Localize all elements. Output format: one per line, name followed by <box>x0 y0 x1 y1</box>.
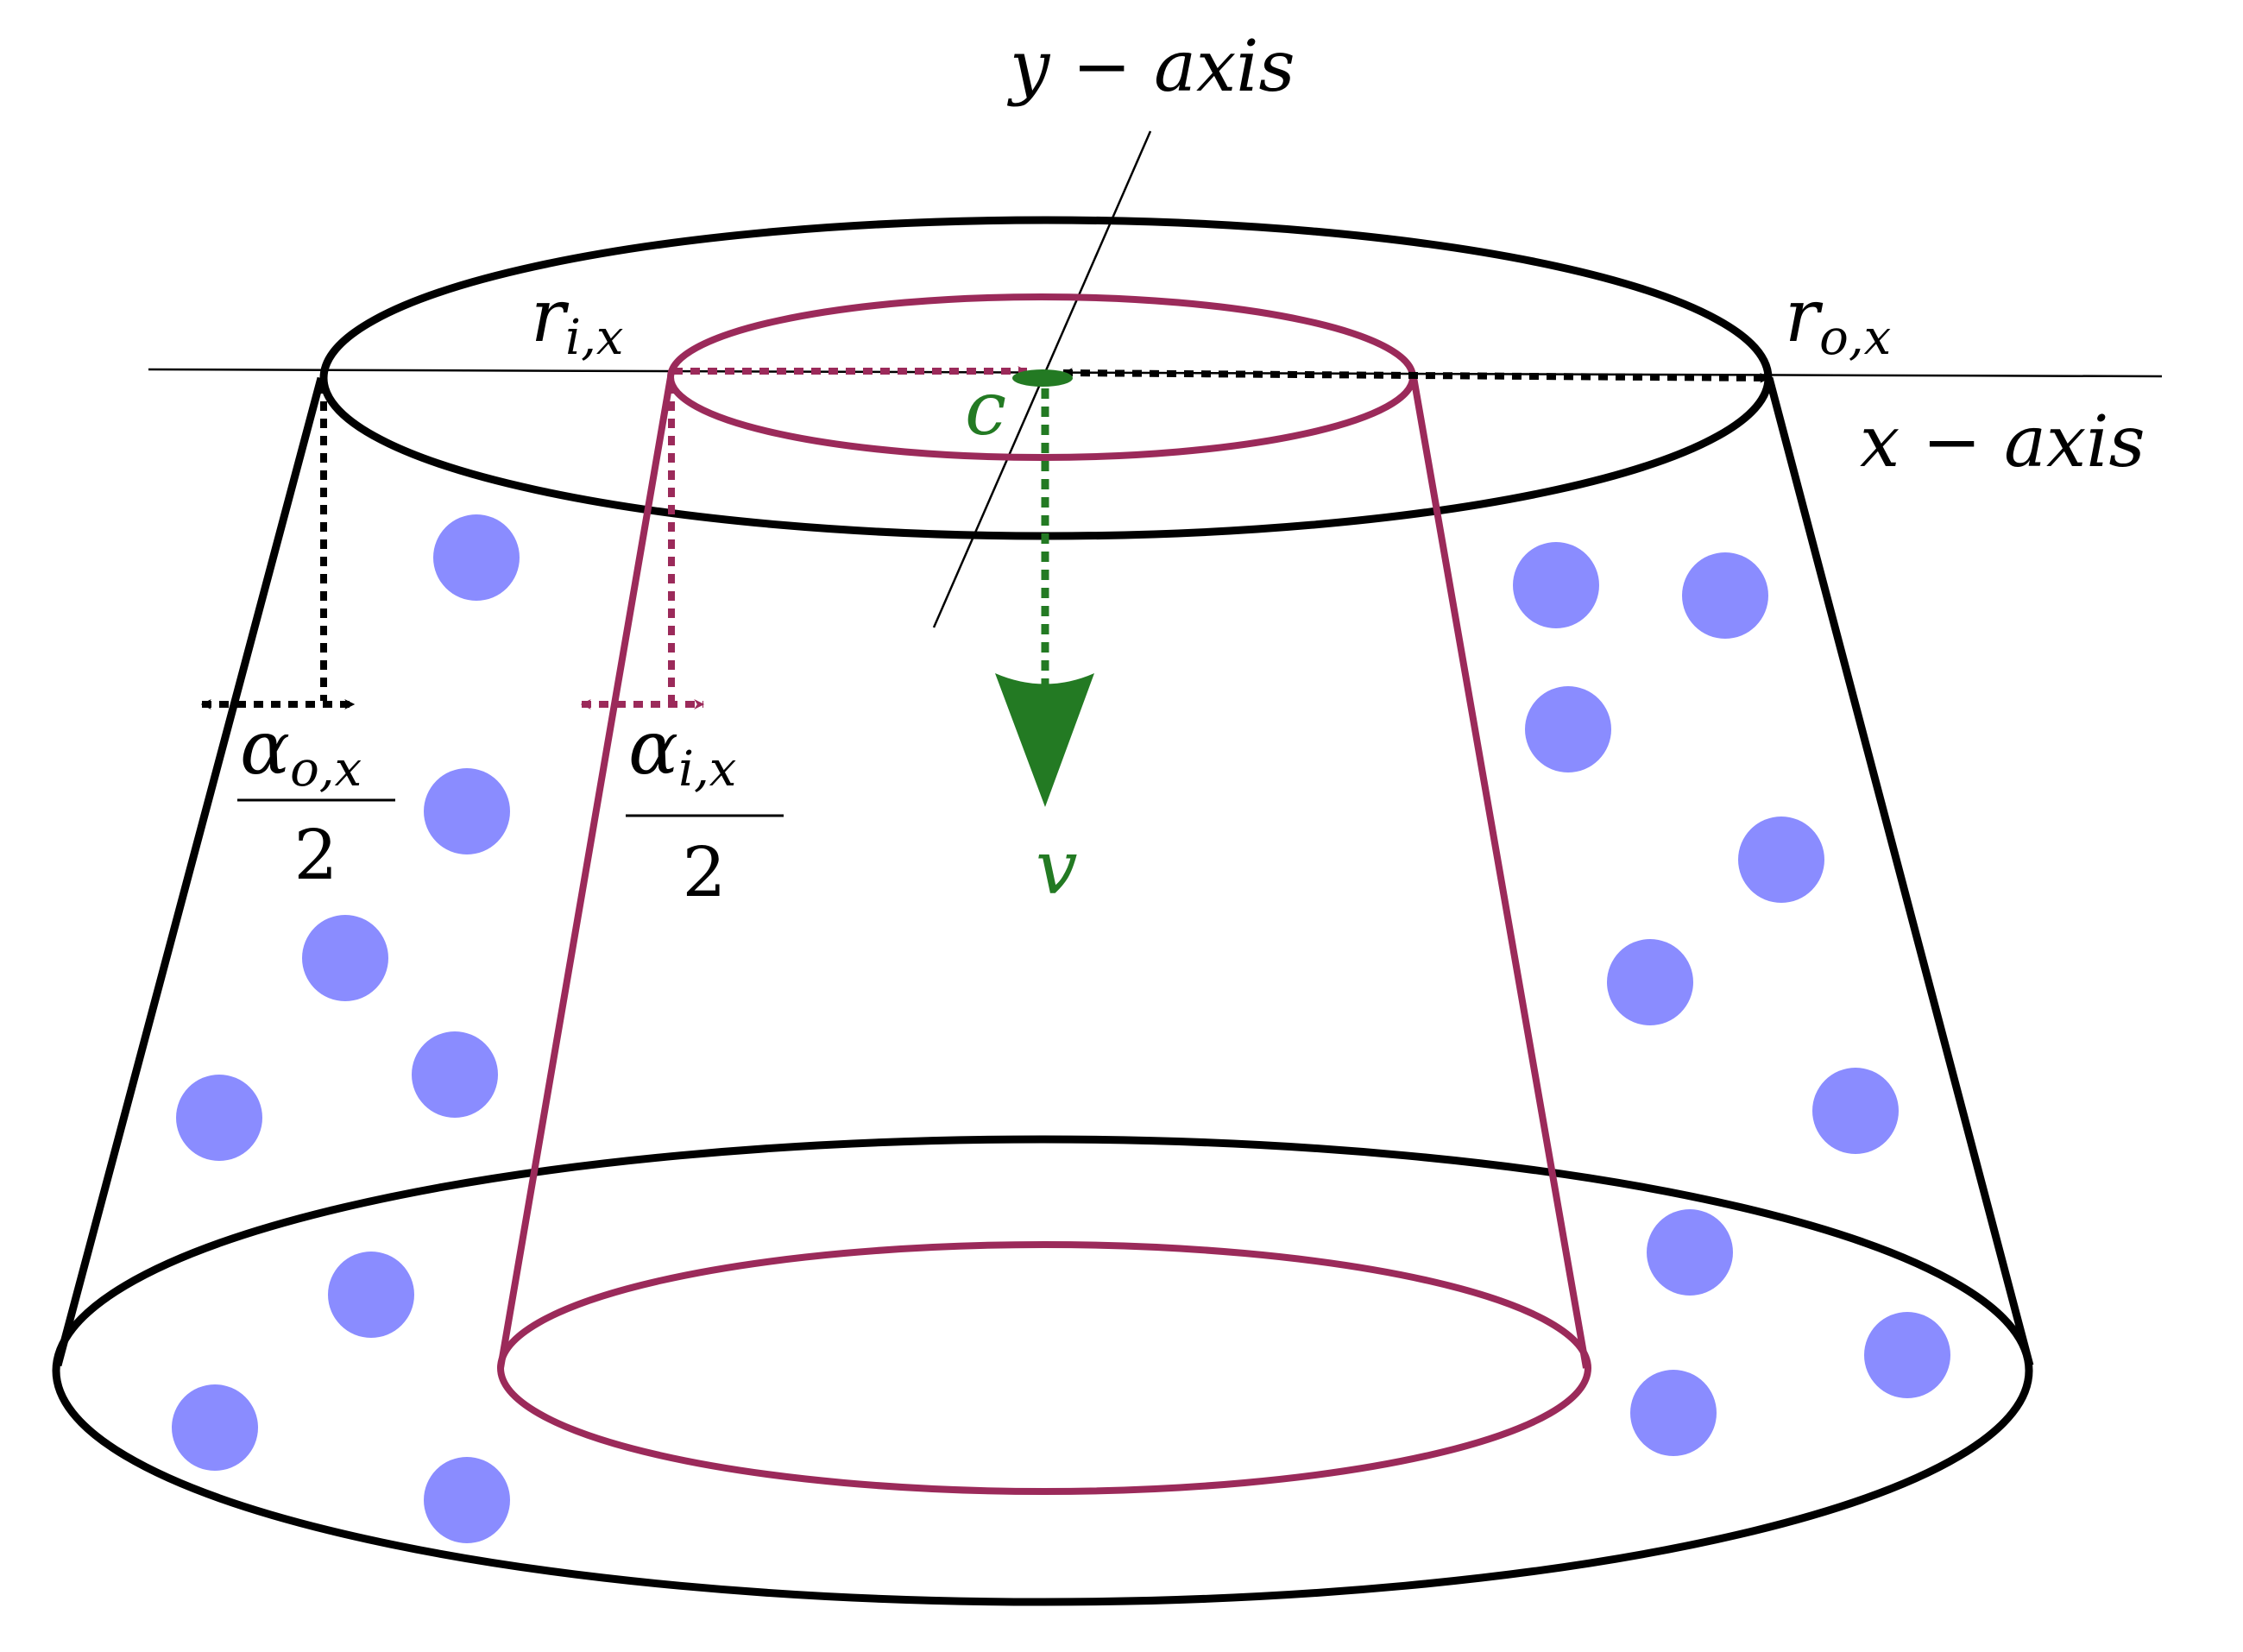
y-axis-label: y − axis <box>1006 26 1295 108</box>
particle <box>176 1075 262 1161</box>
particle <box>1607 939 1693 1025</box>
center-point <box>1012 369 1073 387</box>
particle <box>1738 817 1824 903</box>
alpha-outer-denominator: 2 <box>294 815 338 895</box>
velocity-label: v <box>1036 825 1078 911</box>
particle <box>1513 542 1599 628</box>
particle <box>424 1457 510 1543</box>
r-outer-label: ro,x <box>1785 274 1891 366</box>
alpha-inner-denominator: 2 <box>683 832 727 912</box>
inner-right-side <box>1410 376 1590 1369</box>
particle <box>172 1384 258 1471</box>
x-axis-label: x − axis <box>1860 401 2145 483</box>
particle <box>433 514 520 601</box>
particle <box>328 1252 414 1338</box>
r-inner-label: ri,x <box>531 274 623 366</box>
alpha-inner-numerator: αi,x <box>628 705 736 798</box>
inner-bottom-ellipse <box>497 1241 1591 1495</box>
particle <box>1864 1312 1950 1398</box>
particle <box>1812 1068 1899 1154</box>
particle <box>1682 552 1768 639</box>
outer-left-side <box>54 376 325 1367</box>
particle <box>1630 1370 1717 1456</box>
outer-right-side <box>1765 376 2034 1367</box>
particle <box>412 1031 498 1118</box>
center-label: c <box>965 366 1006 452</box>
particle <box>1647 1209 1733 1296</box>
alpha-outer-numerator: αo,x <box>240 705 362 798</box>
particle <box>424 768 510 854</box>
outer-radius-arrow <box>1062 368 1771 383</box>
particle <box>1525 686 1611 772</box>
outer-bottom-ellipse <box>52 1135 2033 1606</box>
velocity-arrowhead <box>995 673 1094 807</box>
particles <box>172 514 1950 1543</box>
particle <box>302 915 388 1001</box>
inner-left-side <box>497 376 674 1369</box>
